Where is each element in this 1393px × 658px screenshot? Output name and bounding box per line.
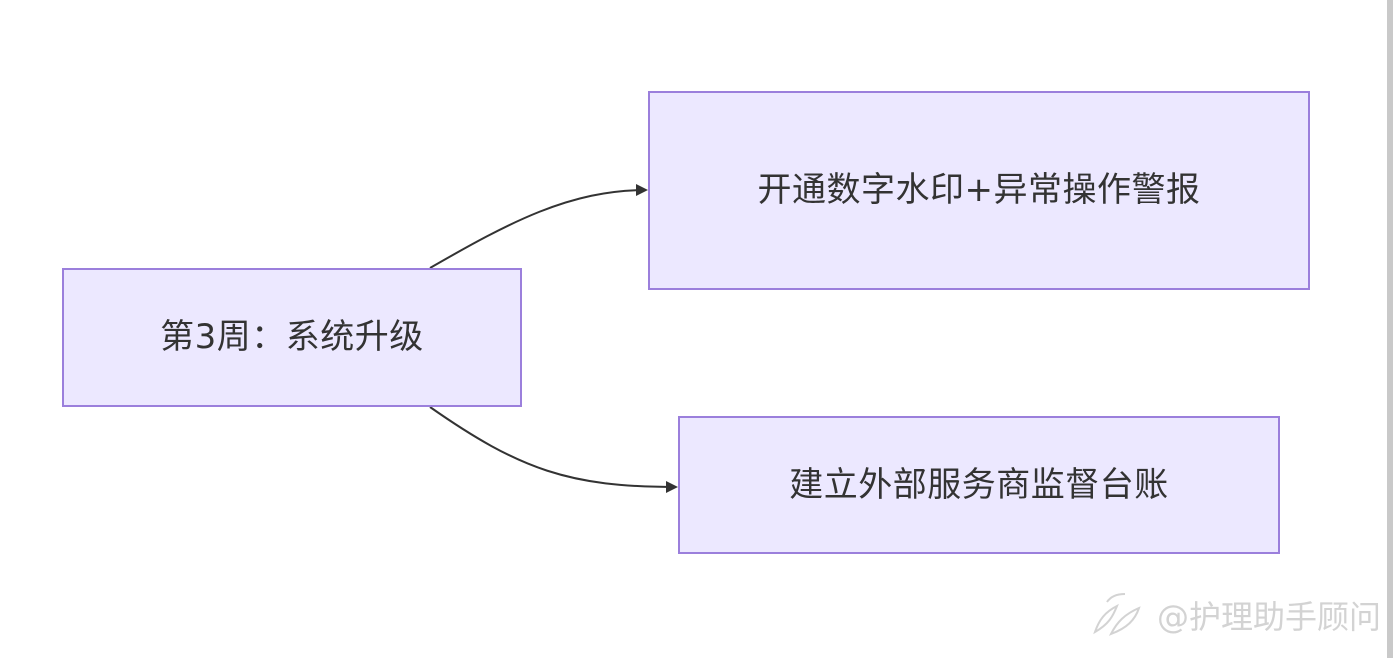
edge-week3-to-watermark <box>429 184 648 269</box>
node-label: 开通数字水印+异常操作警报 <box>757 170 1201 211</box>
scrollbar-edge <box>1387 0 1393 658</box>
edge-week3-to-ledger <box>429 406 678 493</box>
node-vendor-ledger: 建立外部服务商监督台账 <box>678 416 1280 554</box>
node-label: 第3周：系统升级 <box>160 317 424 358</box>
watermark-text: @护理助手顾问 <box>1156 598 1381 636</box>
node-label: 建立外部服务商监督台账 <box>789 464 1169 505</box>
node-watermark-alert: 开通数字水印+异常操作警报 <box>648 91 1310 290</box>
leaf-logo-icon <box>1093 593 1141 636</box>
source-watermark: @护理助手顾问 <box>1089 592 1381 638</box>
node-week3-system-upgrade: 第3周：系统升级 <box>62 268 522 407</box>
